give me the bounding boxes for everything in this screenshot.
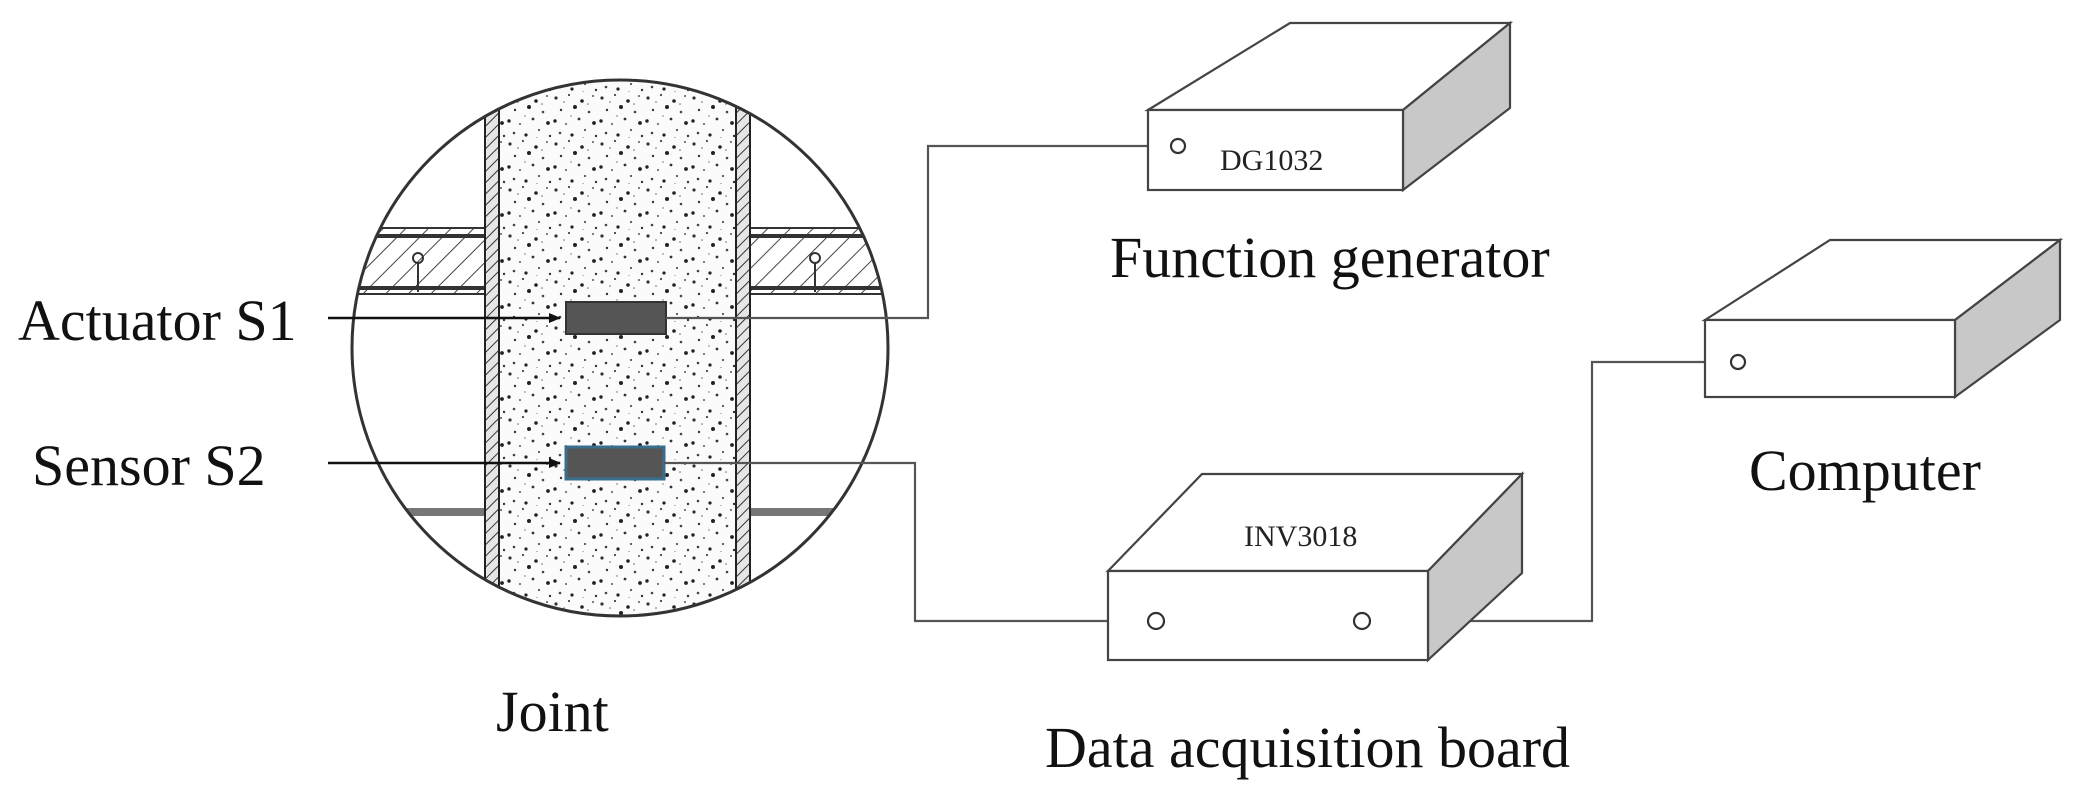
computer-box [1701,237,2064,400]
daq-model: INV3018 [1244,520,1357,553]
computer-front [1703,318,1957,399]
data-acquisition-board-label: Data acquisition board [1045,715,1570,780]
data-acquisition-board-box: INV3018 [1105,471,1525,663]
daq-port-output [1352,611,1372,631]
function-generator-front [1146,108,1405,192]
function-generator-label: Function generator [1110,225,1550,290]
sensor-s2-patch [564,445,666,481]
actuator-s1-patch [565,301,667,335]
joint-label: Joint [496,679,609,744]
function-generator-port [1169,137,1187,155]
joint-detail [328,78,890,618]
daq-port-input [1146,611,1166,631]
wire-actuator-to-function-generator [666,144,1178,320]
computer-label: Computer [1749,438,1981,503]
function-generator-model: DG1032 [1220,144,1323,177]
sensor-label: Sensor S2 [32,433,266,498]
actuator-label: Actuator S1 [18,288,297,353]
concrete-column [485,80,750,616]
function-generator-box: DG1032 [1144,20,1514,193]
right-column-wall [735,80,751,616]
left-column-wall [484,80,500,616]
wire-sensor-to-daq [664,461,1156,623]
joint-circle-outline [350,78,890,618]
wire-daq-to-computer [1362,360,1738,623]
computer-port [1729,353,1747,371]
